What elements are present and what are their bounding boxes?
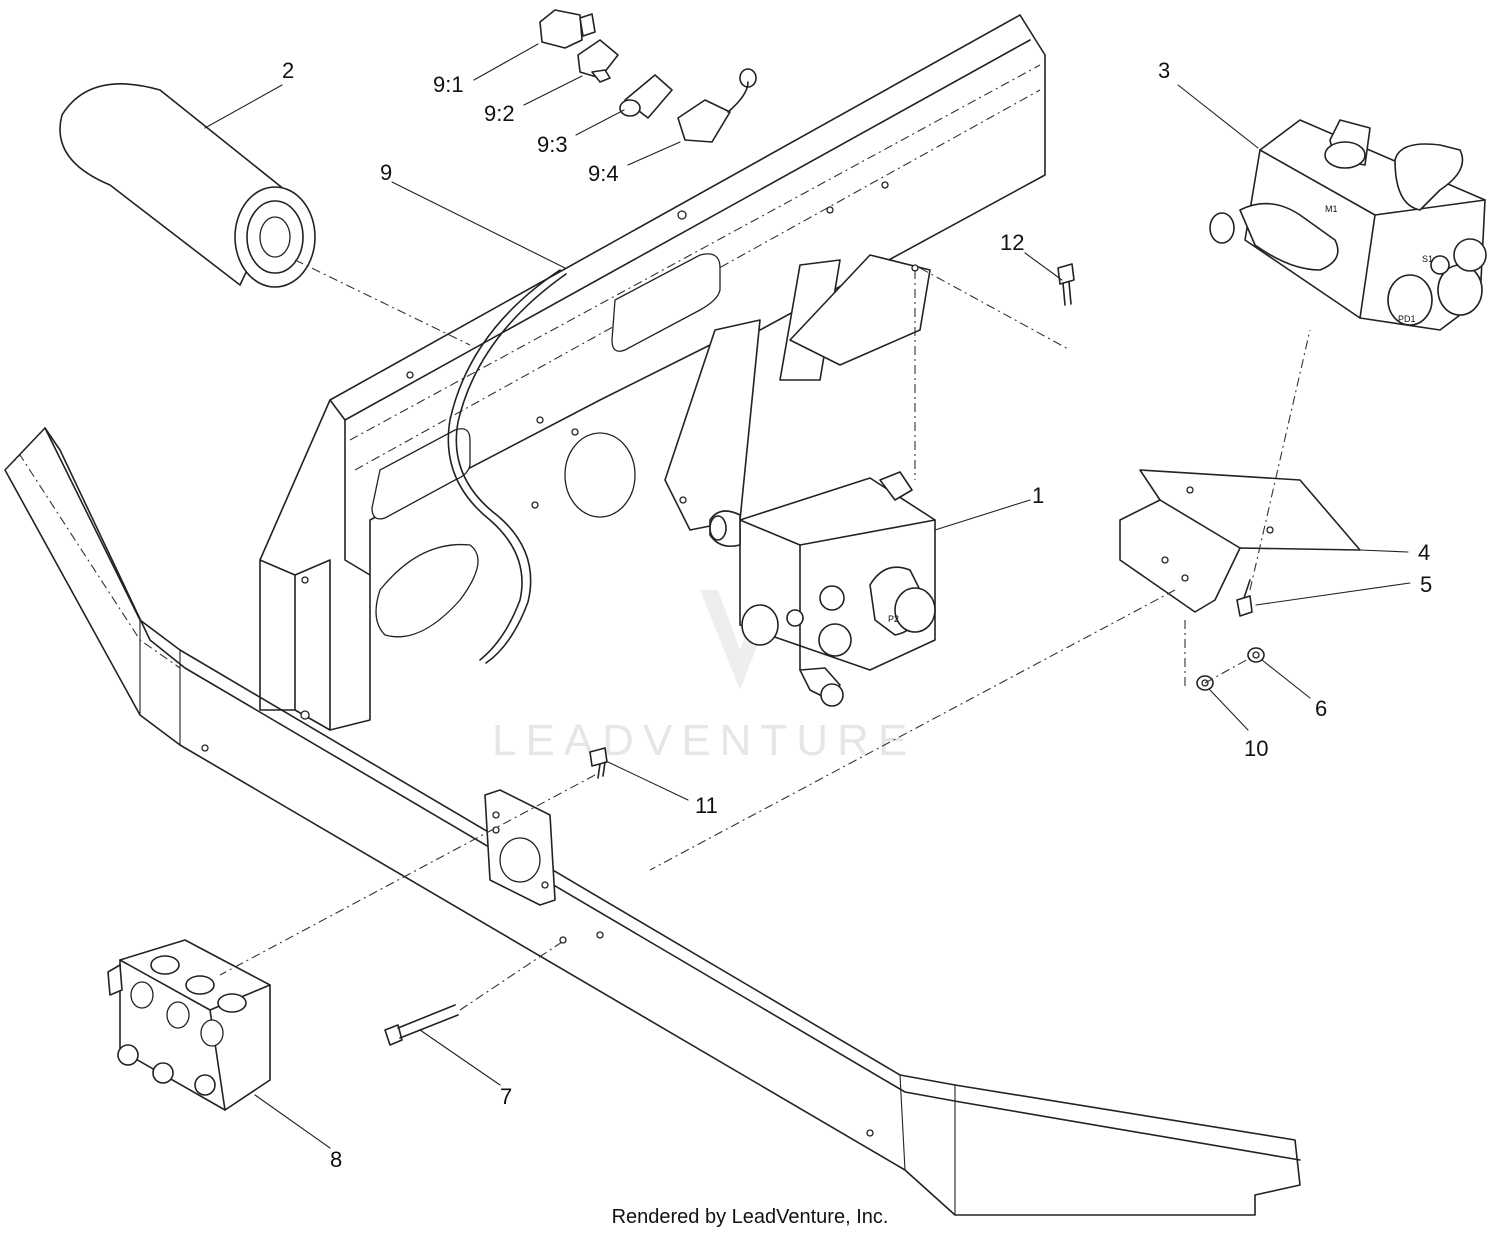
wire-harness bbox=[447, 269, 567, 664]
port-label-s1: S1 bbox=[1422, 254, 1433, 264]
callout-6: 6 bbox=[1315, 696, 1327, 721]
long-bolt-7 bbox=[384, 1004, 459, 1046]
control-valve-block: M1 S1 PD1 bbox=[1209, 119, 1487, 331]
render-credit: Rendered by LeadVenture, Inc. bbox=[611, 1206, 889, 1228]
port-label-pd1: PD1 bbox=[1398, 314, 1416, 324]
connector-relay bbox=[539, 9, 596, 49]
bolt-12 bbox=[1057, 263, 1075, 306]
leader-lines bbox=[204, 43, 1411, 1149]
connector-plug bbox=[619, 74, 673, 119]
callouts: 1 2 3 4 5 6 7 8 9 9:1 9:2 9:3 9:4 10 11 … bbox=[282, 58, 1432, 1172]
callout-3: 3 bbox=[1158, 58, 1170, 83]
front-bumper-rail bbox=[4, 427, 1301, 1216]
callout-5: 5 bbox=[1420, 572, 1432, 597]
rail-mount-plate bbox=[484, 789, 556, 906]
hydraulic-filter bbox=[59, 83, 316, 288]
callout-11: 11 bbox=[695, 793, 718, 818]
callout-9: 9 bbox=[380, 160, 392, 185]
callout-1: 1 bbox=[1032, 483, 1044, 508]
main-frame bbox=[259, 14, 1046, 731]
callout-12: 12 bbox=[1000, 230, 1024, 255]
callout-9-3: 9:3 bbox=[537, 132, 568, 157]
watermark-text: LEADVENTURE bbox=[492, 716, 916, 765]
hydraulic-manifold-block: P2 bbox=[709, 471, 936, 707]
cap-screw-5 bbox=[1236, 579, 1253, 617]
callout-7: 7 bbox=[500, 1084, 512, 1109]
bolt-11 bbox=[589, 747, 608, 779]
callout-2: 2 bbox=[282, 58, 294, 83]
callout-10: 10 bbox=[1244, 736, 1268, 761]
mounting-bracket bbox=[1119, 469, 1361, 613]
port-block bbox=[107, 939, 271, 1111]
assembly-lines bbox=[219, 259, 1311, 1011]
connector-cap bbox=[677, 68, 757, 143]
nut-6 bbox=[1247, 647, 1265, 663]
callout-9-1: 9:1 bbox=[433, 72, 464, 97]
callout-8: 8 bbox=[330, 1147, 342, 1172]
callout-4: 4 bbox=[1418, 540, 1430, 565]
callout-9-4: 9:4 bbox=[588, 161, 619, 186]
port-label-m1: M1 bbox=[1325, 204, 1338, 214]
callout-9-2: 9:2 bbox=[484, 101, 515, 126]
fuse bbox=[577, 39, 619, 83]
port-label-p2: P2 bbox=[888, 614, 899, 624]
